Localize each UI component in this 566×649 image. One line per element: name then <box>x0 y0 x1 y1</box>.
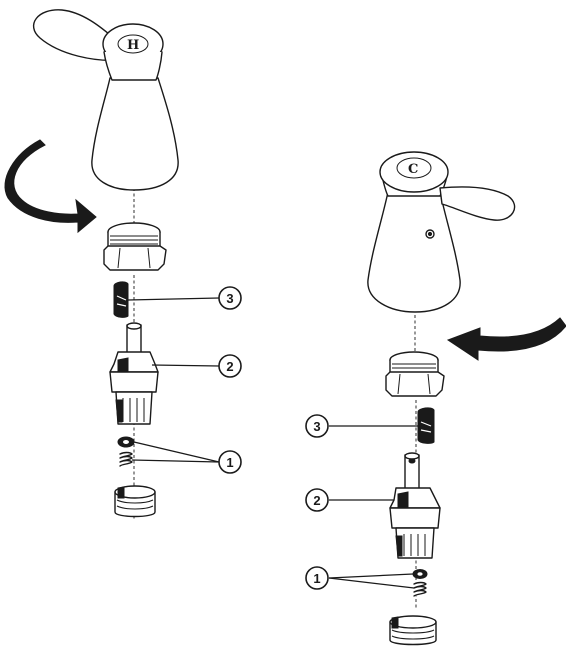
right-callout-1-leader-a <box>328 573 414 579</box>
left-ring-slot <box>117 486 125 499</box>
left-body-shade <box>115 399 123 423</box>
right-handle-cap <box>379 151 449 193</box>
left-handle: H <box>33 9 179 191</box>
left-adapter-highlight <box>116 295 127 307</box>
left-callout-1-leader-a <box>133 441 220 463</box>
left-headwork-nut <box>103 222 167 271</box>
left-handle-neck <box>103 51 163 81</box>
cold-indicator-disc <box>396 157 432 179</box>
left-callout-3-circle <box>218 286 242 310</box>
hot-indicator-disc <box>117 34 149 54</box>
right-callout-3-label: 3 <box>313 419 320 434</box>
cold-indicator-icon: C <box>408 162 418 177</box>
right-spindle-hole <box>408 458 416 464</box>
right-callout-3-circle <box>305 414 329 438</box>
hot-indicator-icon: H <box>127 38 139 53</box>
right-cartridge-upper-body <box>389 507 441 529</box>
left-ring-top <box>114 485 156 499</box>
right-body-shade <box>395 535 403 557</box>
left-lever <box>33 9 121 62</box>
right-ring-slot <box>391 616 399 629</box>
left-callout-2-circle <box>218 354 242 378</box>
left-cartridge-collar <box>109 351 159 373</box>
left-spring <box>119 451 133 467</box>
left-callout-1-circle <box>218 450 242 474</box>
left-callout-1-leader-b <box>131 459 220 463</box>
left-retaining-ring <box>114 485 156 518</box>
right-spindle-top <box>404 452 420 460</box>
right-adapter-highlight <box>420 421 432 433</box>
right-cartridge <box>389 452 441 559</box>
right-retaining-ring <box>389 615 437 646</box>
left-handle-body <box>91 77 179 191</box>
right-callout-1-label: 1 <box>313 571 320 586</box>
right-nut-hex <box>385 371 445 397</box>
left-callout-3-leader <box>127 297 220 301</box>
left-cartridge <box>109 322 159 425</box>
right-washer-hole <box>417 572 423 576</box>
right-callout-2-circle <box>305 488 329 512</box>
right-spring <box>413 581 427 597</box>
left-assembly: H <box>4 9 242 520</box>
left-callout-1-label: 1 <box>226 455 233 470</box>
right-arrow-shape <box>446 317 566 361</box>
right-adapter-shape <box>417 407 435 444</box>
right-callout-1-leader-b <box>328 577 415 589</box>
left-callout-2-leader <box>151 364 220 367</box>
right-grub-screw-hole <box>427 231 433 237</box>
left-callout-3-label: 3 <box>226 291 233 306</box>
left-washer-hole <box>123 440 129 444</box>
left-arrow-shape <box>4 139 97 234</box>
left-nut-facet-2 <box>147 247 151 269</box>
left-ring-threads <box>116 499 154 510</box>
right-assembly: C <box>305 151 566 646</box>
right-ring-top <box>389 615 437 629</box>
right-washer-and-spring <box>412 569 428 597</box>
right-ring-threads <box>391 629 435 640</box>
left-nut-facet-1 <box>117 247 121 269</box>
left-splined-adapter <box>113 281 129 318</box>
left-cartridge-upper-body <box>109 371 159 393</box>
left-washer-and-spring <box>117 436 135 467</box>
left-nut-hex <box>103 245 167 271</box>
left-spindle-top <box>126 322 142 330</box>
right-callout-1-circle <box>305 566 329 590</box>
right-headwork-nut <box>385 351 445 397</box>
left-adapter-shape <box>113 281 129 318</box>
rotate-counterclockwise-arrow-icon <box>4 139 97 234</box>
rotate-clockwise-arrow-icon <box>446 317 566 361</box>
left-callout-2-label: 2 <box>226 359 233 374</box>
right-handle: C <box>367 151 516 313</box>
right-splined-adapter <box>417 407 435 444</box>
right-callout-2-label: 2 <box>313 493 320 508</box>
right-nut-facet-2 <box>427 373 431 395</box>
right-handle-body <box>367 191 461 313</box>
right-lever <box>439 186 516 221</box>
right-nut-facet-1 <box>397 373 401 395</box>
